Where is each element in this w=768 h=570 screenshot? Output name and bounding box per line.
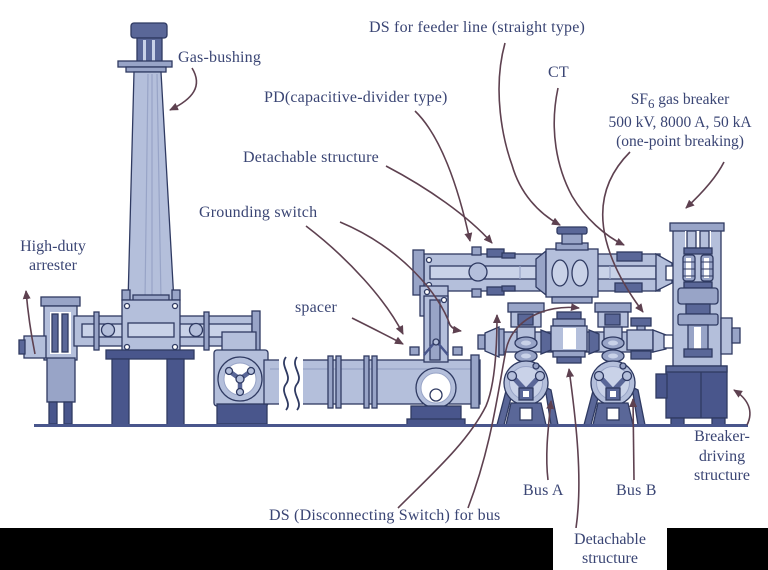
label-sf6-line2: 500 kV, 8000 A, 50 kA bbox=[608, 114, 752, 132]
bus-section bbox=[477, 302, 674, 426]
bushing-base-junction bbox=[121, 294, 181, 354]
label-bus-b: Bus B bbox=[616, 482, 657, 499]
label-high-duty-arrester: High-duty arrester bbox=[20, 238, 86, 274]
label-sf6-line1: SF6 gas breaker bbox=[630, 91, 730, 112]
feeder-ds-housing bbox=[535, 226, 599, 304]
sf6-subscript: 6 bbox=[647, 96, 655, 112]
bus-cross-junction bbox=[550, 311, 588, 364]
leader-ds-feeder bbox=[498, 42, 561, 226]
leader-grounding-switch-1 bbox=[305, 225, 404, 335]
viewport-elbow bbox=[213, 331, 269, 425]
label-detachable-structure-lower-line2: structure bbox=[582, 550, 638, 567]
leader-pd bbox=[414, 110, 473, 242]
bus-to-breaker-junction bbox=[626, 317, 674, 360]
leader-ds-bus-2 bbox=[467, 303, 580, 509]
label-sf6-line3: (one-point breaking) bbox=[616, 133, 744, 151]
bus-a-assembly bbox=[496, 302, 559, 426]
label-ct: CT bbox=[548, 64, 569, 81]
leader-detachable-lower bbox=[566, 368, 580, 529]
label-bus-a: Bus A bbox=[523, 482, 564, 499]
grounding-switch-device bbox=[409, 346, 420, 356]
leader-high-duty-arrester bbox=[22, 290, 36, 355]
main-bus-duct bbox=[263, 354, 481, 411]
leader-lines bbox=[22, 42, 751, 529]
label-pd: PD(capacitive-divider type) bbox=[264, 89, 448, 106]
label-gas-bushing: Gas-bushing bbox=[178, 49, 262, 66]
sf6-breaker-drawing bbox=[655, 222, 741, 426]
label-ds-feeder-line: DS for feeder line (straight type) bbox=[369, 19, 586, 36]
label-ds-for-bus: DS (Disconnecting Switch) for bus bbox=[269, 507, 501, 524]
detachable-structure-callout-box: Detachable structure bbox=[553, 528, 667, 570]
leader-bus-a bbox=[545, 400, 555, 481]
leader-sf6-1 bbox=[685, 161, 725, 209]
label-grounding-switch: Grounding switch bbox=[199, 204, 318, 221]
leader-ds-bus-1 bbox=[397, 314, 501, 509]
ground-line bbox=[34, 424, 748, 427]
label-breaker-driving-structure: Breaker- driving structure bbox=[694, 428, 750, 484]
label-detachable-structure-upper: Detachable structure bbox=[243, 149, 379, 166]
leader-gas-bushing bbox=[169, 67, 198, 111]
label-detachable-structure-lower-line1: Detachable bbox=[574, 531, 646, 548]
bottom-crop-bar: Detachable structure bbox=[0, 528, 768, 570]
label-sf6-breaker: SF6 gas breaker 500 kV, 8000 A, 50 kA (o… bbox=[595, 90, 765, 151]
leader-spacer bbox=[351, 317, 404, 345]
leader-detachable-upper bbox=[385, 165, 493, 244]
grounding-switch-column bbox=[406, 285, 466, 426]
leader-bus-b bbox=[629, 398, 638, 481]
leader-grounding-switch-2 bbox=[339, 221, 462, 334]
label-spacer: spacer bbox=[295, 299, 338, 316]
breaker-driving-box bbox=[655, 365, 728, 426]
bushing-pedestal bbox=[105, 349, 195, 426]
gas-bushing-drawing bbox=[117, 22, 181, 303]
leader-sf6-2 bbox=[601, 151, 644, 313]
leader-breaker-driving bbox=[733, 389, 751, 426]
